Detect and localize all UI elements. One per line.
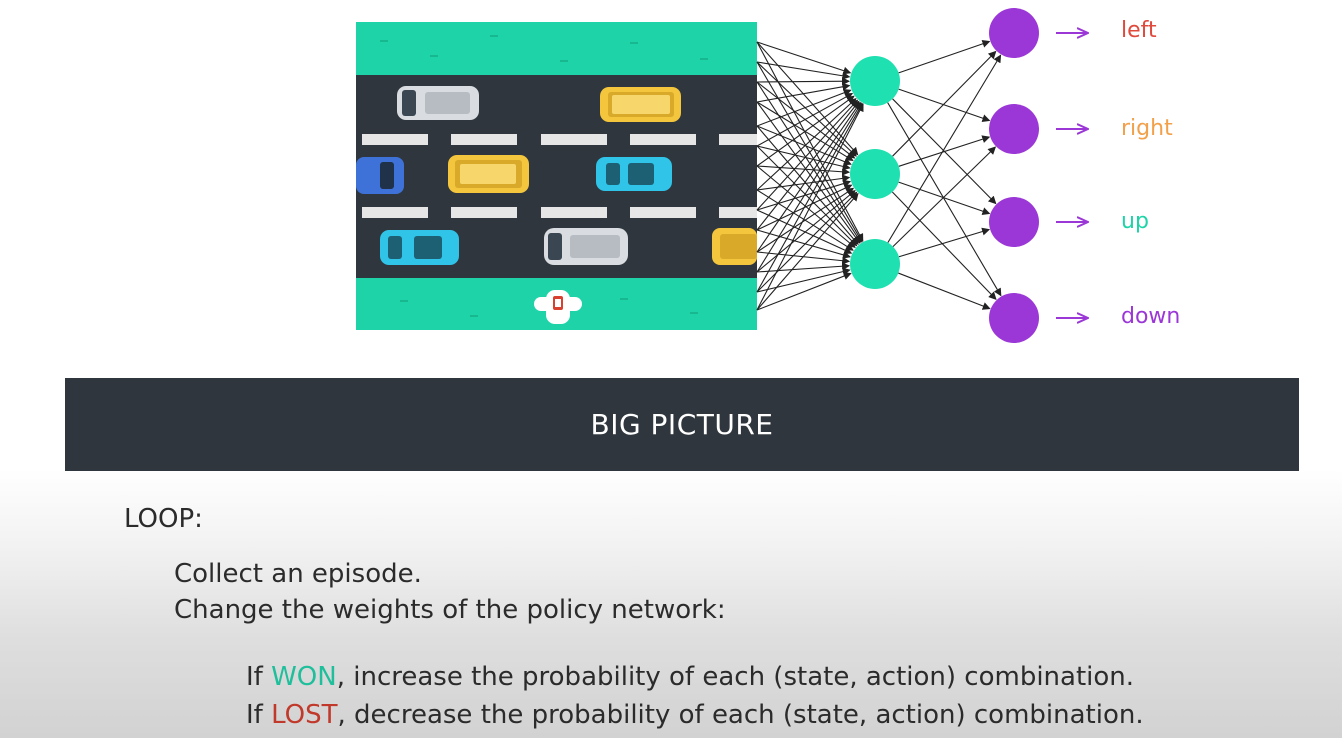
- output-arrows: [1056, 33, 1088, 318]
- car-icon: [356, 157, 404, 194]
- connection-arrow: [756, 187, 855, 253]
- connection-arrow: [756, 165, 851, 176]
- network-connections: [756, 39, 1002, 311]
- rule-lost: If LOST, decrease the probability of eac…: [246, 699, 1144, 731]
- connection-arrow: [756, 189, 856, 273]
- connection-arrow: [756, 145, 858, 247]
- connection-arrow: [756, 89, 852, 127]
- big-picture-banner: BIG PICTURE: [65, 378, 1299, 471]
- connection-arrow: [756, 93, 854, 147]
- connection-arrow: [898, 88, 991, 123]
- loop-label: LOOP:: [124, 504, 203, 534]
- action-label-right: right: [1121, 116, 1173, 141]
- lost-word: LOST: [271, 700, 338, 730]
- connection-arrow: [756, 81, 856, 159]
- car-icon: [712, 228, 757, 265]
- lane-markings: [362, 134, 757, 218]
- connection-arrow: [756, 145, 851, 171]
- output-node-down: [989, 293, 1039, 343]
- connection-arrow: [887, 102, 1002, 297]
- output-layer: [989, 8, 1039, 343]
- car-icon: [600, 87, 681, 122]
- banner-title: BIG PICTURE: [590, 408, 774, 441]
- connection-arrow: [887, 54, 1002, 243]
- car-icon: [397, 86, 479, 120]
- connection-arrow: [756, 61, 851, 80]
- connection-arrow: [756, 81, 862, 244]
- connection-arrow: [756, 82, 851, 103]
- car-icon: [596, 157, 672, 191]
- game-scene: [356, 22, 757, 330]
- connection-arrow: [898, 181, 991, 216]
- connection-arrow: [892, 146, 997, 247]
- output-node-left: [989, 8, 1039, 58]
- action-label-down: down: [1121, 304, 1181, 329]
- connection-arrow: [898, 272, 991, 310]
- connection-arrow: [756, 267, 851, 293]
- connection-arrow: [756, 192, 859, 311]
- grass-texture: [380, 35, 708, 317]
- connection-arrow: [898, 135, 991, 167]
- connection-arrow: [756, 97, 857, 191]
- rule-prefix: If: [246, 662, 263, 692]
- top-grass: [356, 22, 757, 75]
- lost-rule-text: , decrease the probability of each (stat…: [337, 700, 1144, 730]
- connection-arrow: [756, 99, 859, 211]
- action-label-left: left: [1121, 18, 1157, 43]
- connection-arrow: [756, 272, 852, 311]
- policy-network-diagram: [356, 8, 1342, 343]
- connection-arrow: [756, 100, 860, 231]
- rule-won: If WON, increase the probability of each…: [246, 661, 1134, 693]
- connection-arrow: [756, 103, 864, 311]
- connection-arrow: [892, 50, 997, 157]
- connection-arrow: [756, 191, 858, 293]
- connection-arrow: [756, 102, 863, 293]
- hidden-node: [850, 239, 900, 289]
- connection-arrow: [756, 209, 853, 254]
- hidden-layer: [850, 56, 900, 289]
- output-node-up: [989, 197, 1039, 247]
- connection-arrow: [756, 95, 855, 167]
- rule-prefix: If: [246, 700, 263, 730]
- hidden-node: [850, 149, 900, 199]
- connection-arrow: [756, 77, 851, 86]
- connection-arrow: [756, 101, 861, 253]
- connection-arrow: [756, 61, 863, 243]
- car-icon: [544, 228, 628, 265]
- action-label-up: up: [1121, 209, 1149, 234]
- car-icon: [448, 155, 529, 193]
- connection-arrow: [891, 191, 997, 301]
- output-node-right: [989, 104, 1039, 154]
- connection-arrow: [756, 262, 851, 273]
- step-collect-episode: Collect an episode.: [174, 559, 422, 589]
- connection-arrow: [898, 39, 991, 74]
- connection-arrow: [756, 61, 857, 157]
- connection-arrow: [756, 174, 851, 191]
- connection-arrow: [756, 41, 852, 75]
- car-icon: [380, 230, 459, 265]
- connection-arrow: [756, 101, 861, 244]
- won-word: WON: [271, 662, 337, 692]
- connection-arrow: [898, 227, 991, 258]
- connection-arrow: [756, 229, 851, 259]
- hidden-node: [850, 56, 900, 106]
- step-change-weights: Change the weights of the policy network…: [174, 595, 726, 625]
- connection-arrow: [756, 102, 862, 273]
- won-rule-text: , increase the probability of each (stat…: [336, 662, 1135, 692]
- frog-player-icon: [534, 290, 582, 324]
- connection-arrow: [756, 125, 859, 245]
